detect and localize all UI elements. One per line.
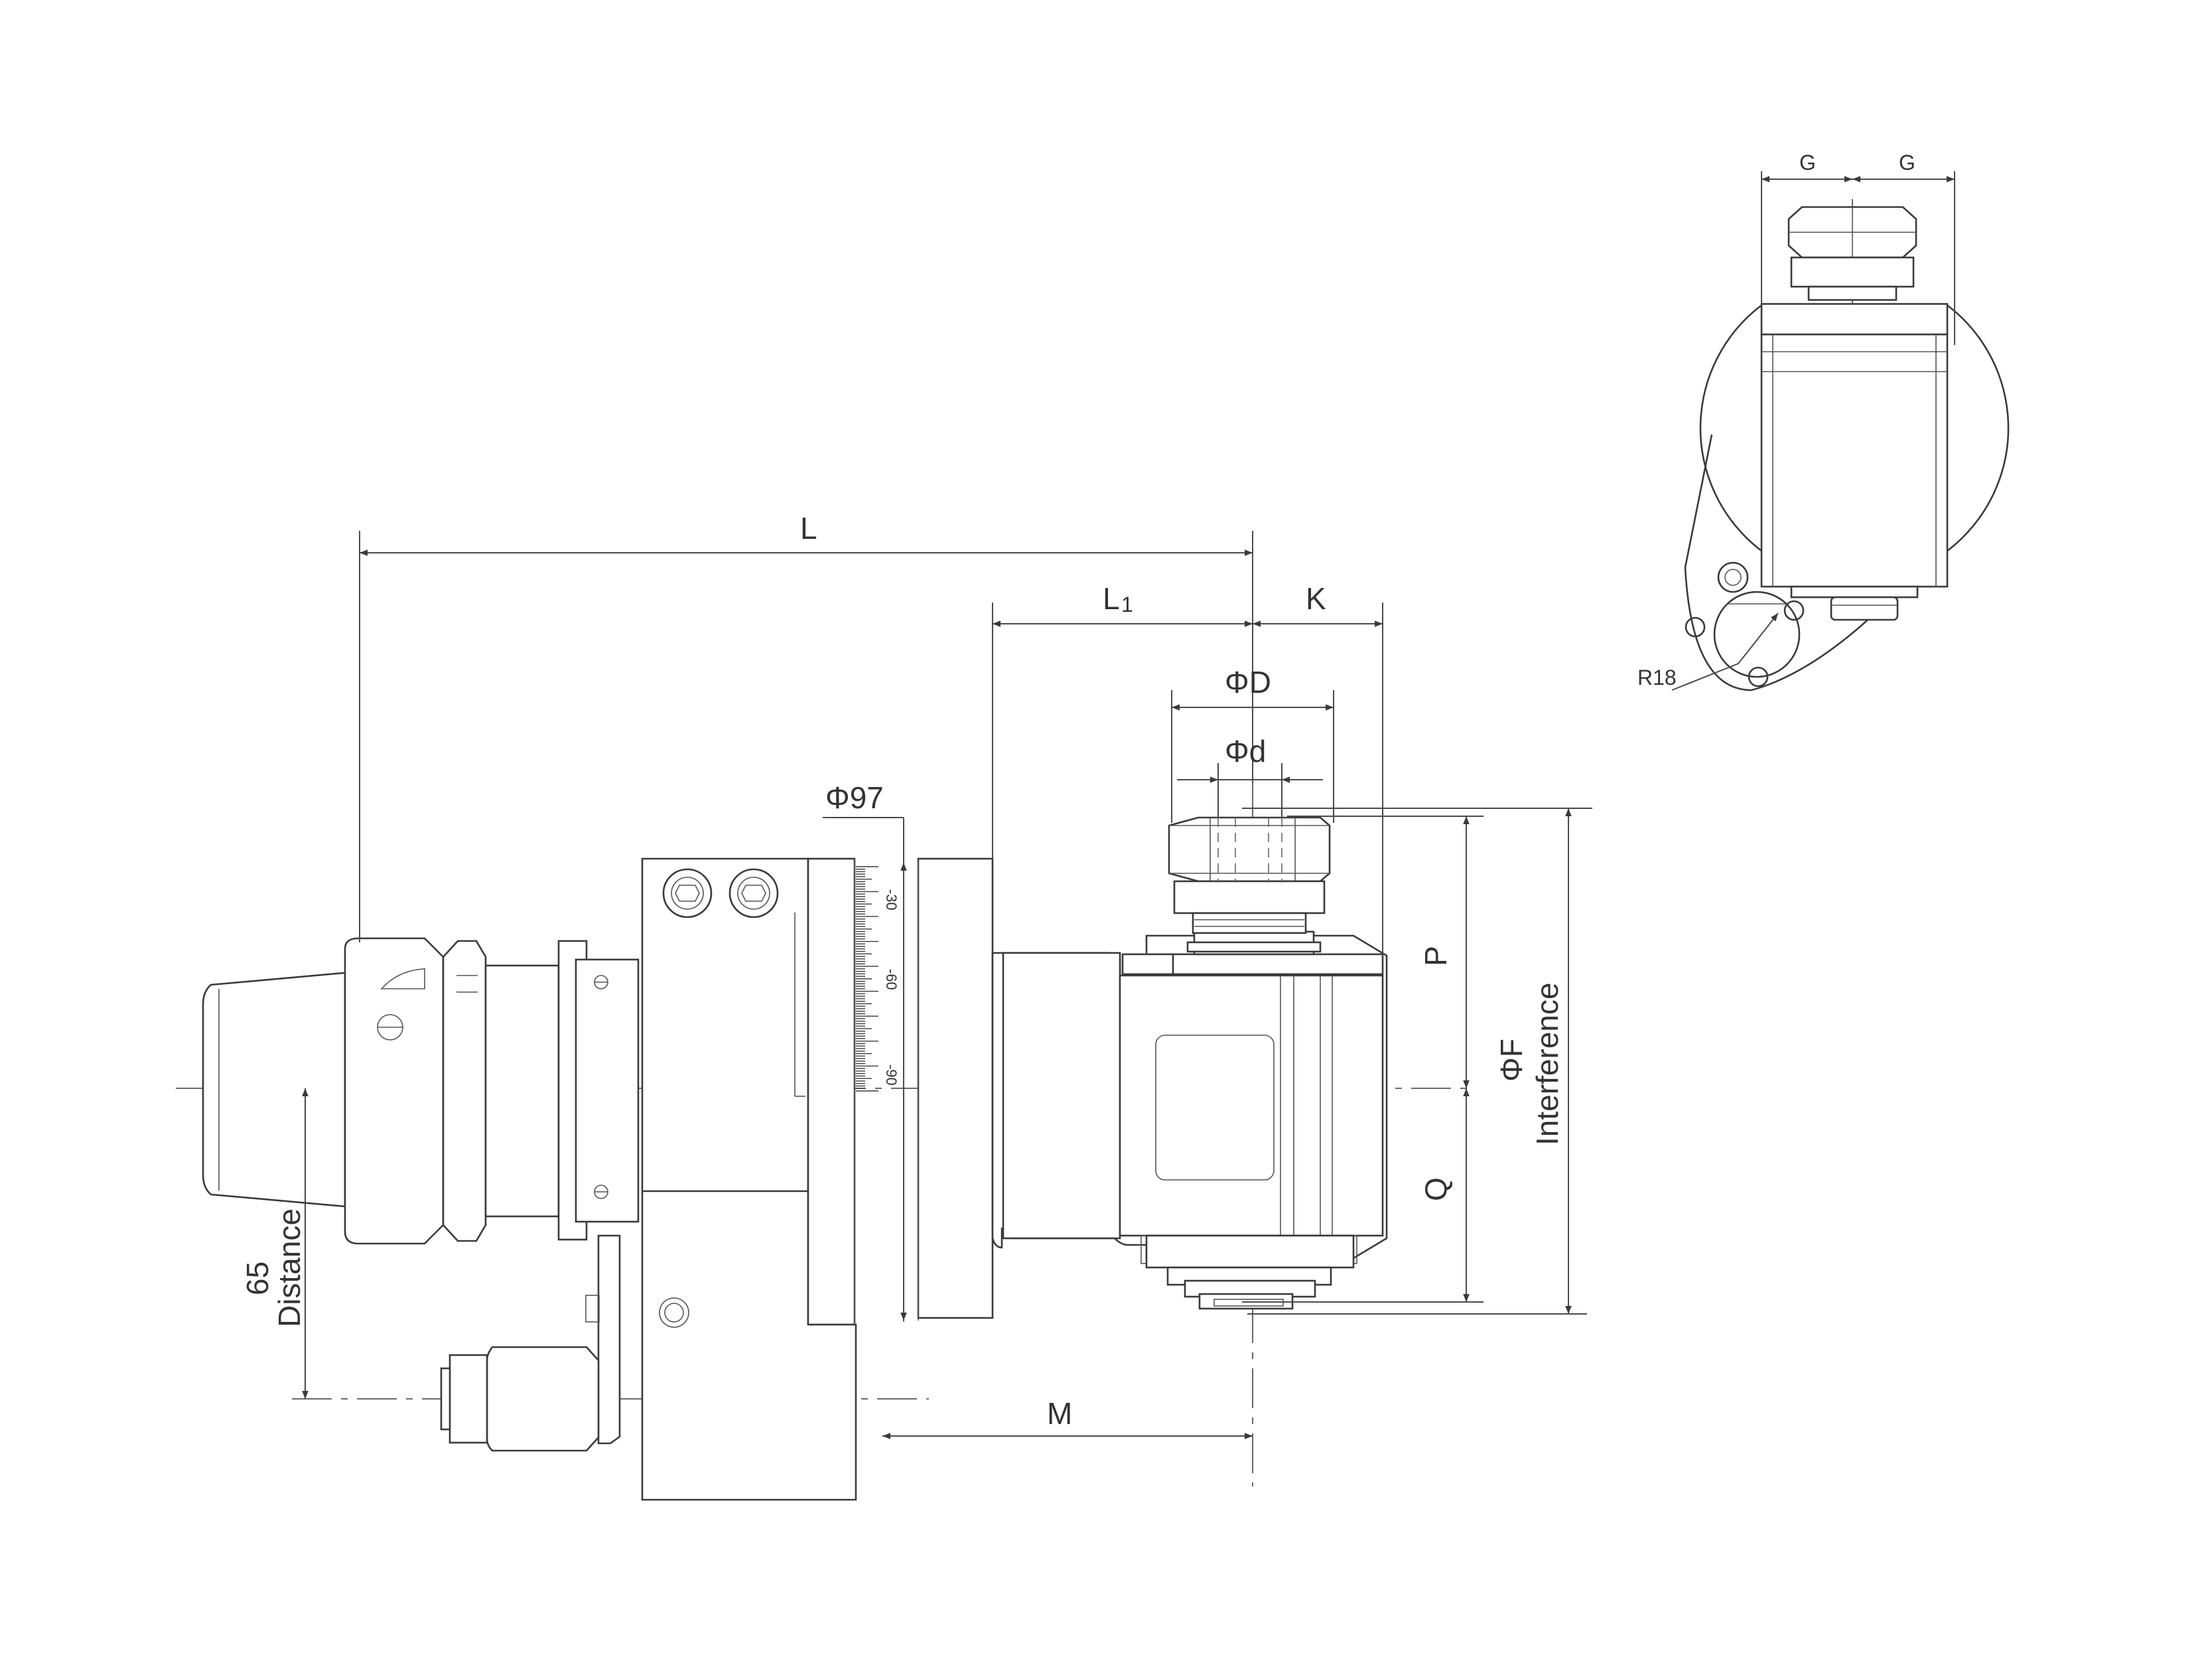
socket-screw-1	[662, 868, 713, 918]
label-G-right: G	[1899, 151, 1915, 175]
angle-head-body	[991, 934, 1388, 1264]
end-bracket-screw-2	[1783, 600, 1805, 621]
label-interference: Interference	[1530, 983, 1564, 1145]
label-R18: R18	[1637, 666, 1677, 689]
label-phid: Φd	[1225, 734, 1266, 768]
label-distance: Distance	[272, 1208, 307, 1327]
coolant-bracket	[440, 1234, 621, 1452]
label-K: K	[1306, 581, 1326, 616]
housing-port-circle	[659, 1297, 689, 1328]
label-phiD: ΦD	[1225, 665, 1271, 699]
label-G-left: G	[1799, 151, 1816, 175]
label-Q: Q	[1418, 1177, 1453, 1201]
label-M: M	[1047, 1396, 1072, 1431]
hsk-shank	[202, 972, 346, 1208]
label-P: P	[1418, 946, 1453, 966]
scale-ring: -30 -60 -90	[807, 857, 904, 1326]
socket-screw-2	[728, 868, 779, 918]
label-L: L	[800, 511, 817, 545]
collet-nut	[1168, 816, 1331, 956]
label-L1-subscript: 1	[1121, 593, 1133, 616]
label-L1: L	[1103, 581, 1120, 616]
label-phi97: Φ97	[825, 780, 884, 815]
nameplate-window	[1155, 1035, 1275, 1181]
dimensions: L L 1 K ΦD Φd Φ97	[240, 511, 1592, 1439]
bottom-spindle	[1145, 1234, 1355, 1310]
label-distance-value: 65	[240, 1262, 275, 1295]
taper-flange	[344, 937, 487, 1245]
neck-collar	[484, 940, 640, 1241]
scale-tick-label-1: -30	[883, 889, 900, 910]
end-bracket-screw-1	[1717, 561, 1749, 593]
leader-R18	[1671, 663, 1739, 691]
rotating-flange	[917, 857, 994, 1321]
end-bracket-screw-4	[1685, 616, 1706, 638]
scale-tick-label-3: -90	[883, 1064, 900, 1086]
end-bore-circle	[1713, 591, 1801, 678]
label-phiF: ΦF	[1494, 1039, 1529, 1082]
main-housing	[641, 857, 857, 1501]
scale-ticks	[856, 866, 878, 1092]
end-view: R18 G G	[1637, 151, 2010, 691]
scale-tick-label-2: -60	[883, 969, 900, 990]
side-view: -30 -60 -90	[176, 511, 1592, 1501]
